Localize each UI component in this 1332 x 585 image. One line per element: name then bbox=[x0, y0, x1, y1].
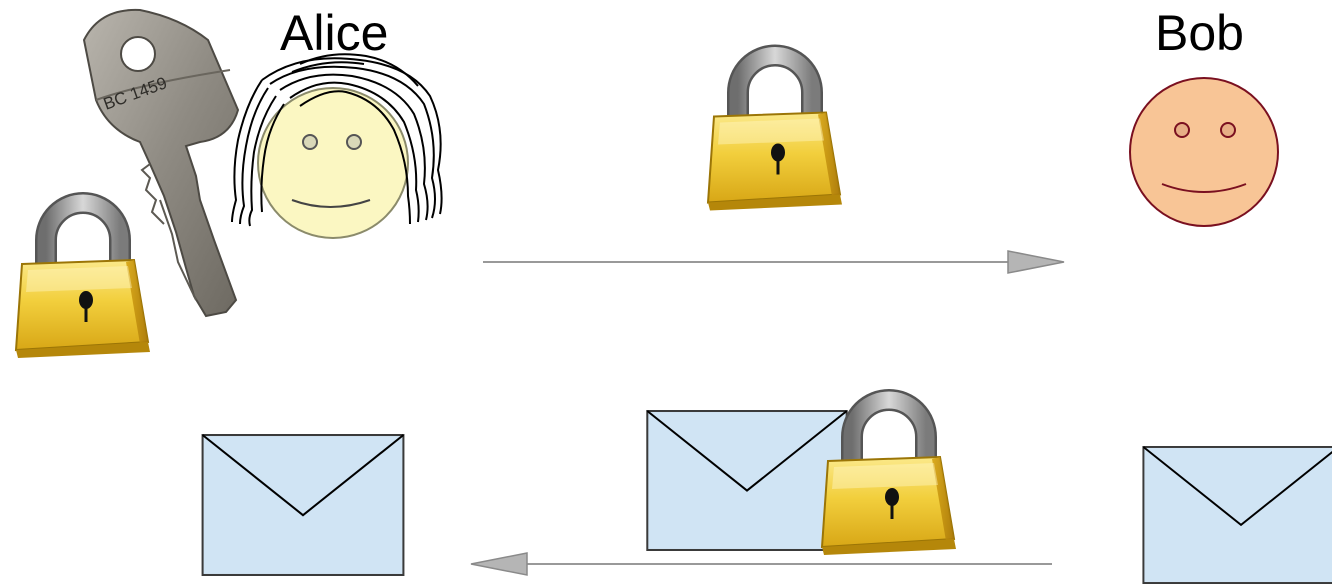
alice-padlock-icon bbox=[16, 203, 150, 358]
locked-envelope-icon bbox=[646, 410, 848, 551]
alice-label: Alice bbox=[280, 5, 389, 61]
bob-face-icon bbox=[1129, 77, 1279, 227]
bob-label: Bob bbox=[1155, 5, 1244, 61]
sent-padlock-icon bbox=[708, 56, 842, 211]
alice-envelope-icon bbox=[201, 434, 405, 576]
key-icon: BC 1459 bbox=[82, 8, 240, 318]
alice-face-icon bbox=[231, 53, 443, 239]
arrow-to-alice-icon bbox=[470, 552, 1052, 576]
bob-envelope-icon bbox=[1142, 446, 1332, 584]
arrow-to-bob-icon bbox=[483, 250, 1065, 274]
alice-hair bbox=[231, 53, 443, 227]
